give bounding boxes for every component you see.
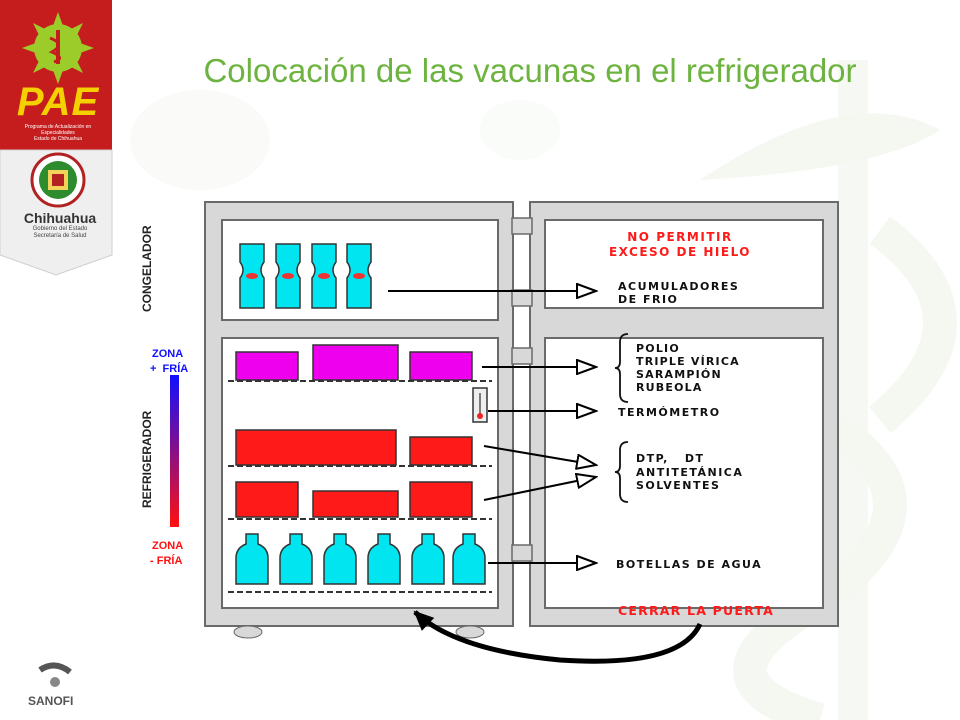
vaccine-box [235, 429, 397, 466]
water-bottles [235, 533, 486, 585]
viral-label-line2: TRIPLE VÍRICA [636, 355, 740, 368]
ice-pack [311, 243, 337, 309]
zone-temperature-bar [170, 375, 179, 527]
ice-pack [346, 243, 372, 309]
toxoid-label-line3: SOLVENTES [636, 479, 720, 492]
close-door-curved-arrow [413, 610, 703, 664]
no-ice-warning-line1: NO PERMITIR [627, 230, 732, 244]
pae-subtitle: Programa de Actualización en Especialida… [8, 124, 108, 142]
toxoid-label-line1: DTP, DT [636, 452, 704, 465]
vaccine-box [312, 490, 399, 518]
zone-bottom-line1: ZONA [152, 540, 183, 552]
water-bottle [235, 533, 269, 585]
viral-brace [614, 333, 629, 403]
chihuahua-name: Chihuahua [23, 210, 97, 226]
viral-label-line4: RUBEOLA [636, 381, 703, 394]
chihuahua-line1: Gobierno del Estado [32, 226, 88, 232]
water-bottle [452, 533, 486, 585]
pae-brand-text: PAE [16, 80, 100, 124]
fridge-foot-right [455, 625, 485, 639]
pae-subtitle-line2: Estado de Chihuahua [33, 136, 83, 142]
fridge-foot-left [233, 625, 263, 639]
water-bottle [411, 533, 445, 585]
vaccine-box [235, 351, 299, 381]
viral-label-line3: SARAMPIÓN [636, 368, 722, 381]
zone-bottom-line2: - FRÍA [150, 554, 182, 567]
thermometer-label: TERMÓMETRO [618, 406, 721, 419]
vaccine-box [409, 436, 473, 466]
arrow-toxoid-lower [483, 477, 596, 501]
zone-top-line2: + FRÍA [150, 362, 188, 375]
sanofi-logo [38, 662, 72, 687]
water-bottles-label: BOTELLAS DE AGUA [616, 558, 762, 571]
toxoid-label-line2: ANTITETÁNICA [636, 466, 743, 479]
ice-pack [239, 243, 265, 309]
ice-packs-label-line1: ACUMULADORES [618, 280, 739, 293]
pointer-arrows [388, 291, 596, 563]
ice-pack [275, 243, 301, 309]
no-ice-warning-line2: EXCESO DE HIELO [609, 245, 751, 259]
vaccine-box [312, 344, 399, 381]
water-bottle [279, 533, 313, 585]
vaccine-box [235, 481, 299, 518]
chihuahua-subtitle: Gobierno del Estado Secretaría de Salud [12, 226, 108, 240]
toxoid-brace [614, 441, 629, 503]
ice-packs-label-line2: DE FRIO [618, 293, 678, 306]
close-door-warning: CERRAR LA PUERTA [618, 603, 774, 618]
viral-vaccine-boxes [235, 344, 473, 381]
chihuahua-line2: Secretaría de Salud [33, 233, 87, 239]
sanofi-text: SANOFI [28, 694, 74, 708]
pae-subtitle-line1: Programa de Actualización en Especialida… [24, 124, 92, 136]
arrow-toxoid-upper [483, 445, 596, 465]
slide-title: Colocación de las vacunas en el refriger… [203, 52, 857, 89]
vaccine-box [409, 481, 473, 518]
viral-label-line1: POLIO [636, 342, 680, 355]
chihuahua-logo [0, 149, 113, 276]
fridge-side-label: REFRIGERADOR [140, 410, 154, 508]
thermometer-icon [472, 387, 488, 423]
shelves [228, 380, 492, 593]
freezer-side-label: CONGELADOR [140, 225, 154, 312]
ice-packs [239, 243, 372, 309]
water-bottle [323, 533, 357, 585]
vaccine-box [409, 351, 473, 381]
toxoid-boxes [235, 429, 473, 518]
water-bottle [367, 533, 401, 585]
zone-top-line1: ZONA [152, 348, 183, 360]
